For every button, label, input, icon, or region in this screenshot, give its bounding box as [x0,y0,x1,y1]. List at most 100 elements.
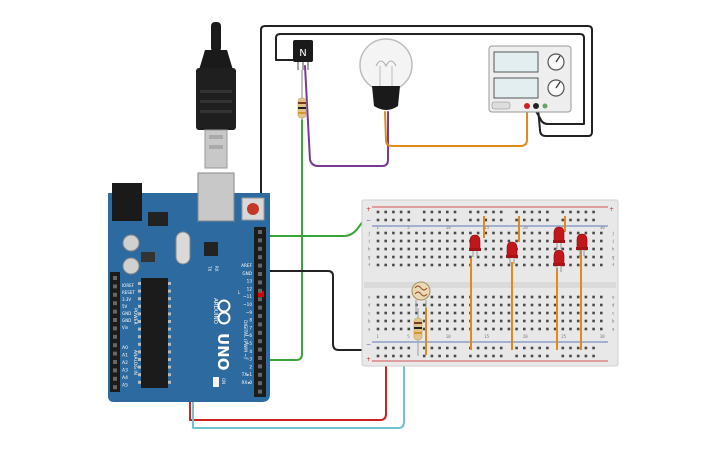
row-label: h [612,247,615,252]
column-label: 1 [377,225,380,230]
column-label: 15 [484,225,489,230]
arduino-model: UNO [214,333,232,371]
column-label: 15 [484,334,489,339]
wire-orange [384,107,528,147]
digital-pin-label: 7 [249,325,252,330]
row-label: e [612,295,615,300]
red-led [553,249,565,272]
power-pin-label: RESET [122,290,135,295]
rail-minus-bottom: − [366,341,371,348]
label-rx: RX [214,266,219,272]
row-label: f [368,263,371,268]
rail-plus-top: + [366,206,371,213]
column-label: 30 [600,334,605,339]
analog-pin-label: A4 [122,375,128,381]
analog-pin-label: A1 [122,353,128,359]
column-label: 10 [446,225,451,230]
wire-black-top-loop [260,25,593,241]
analog-pin-label: A2 [122,360,128,366]
red-led [506,241,518,264]
wire-red-5v [113,307,387,421]
digital-pin-label: ~9 [246,310,253,315]
usb-cable [196,22,236,169]
arduino-brand: ARDUINO [212,298,218,325]
column-label: 20 [523,225,528,230]
led-jumpers [425,216,582,355]
label-tx: TX [207,265,212,271]
red-led [553,226,565,249]
wire-black-inner-loop [275,33,585,125]
row-label: g [368,255,371,260]
column-label: 30 [600,225,605,230]
column-label: 10 [446,334,451,339]
digital-pin-label: GND [242,271,252,276]
label-digital: DIGITAL (PWM ~) [242,320,248,359]
red-leds [469,226,588,272]
row-label: i [612,239,615,244]
row-label: a [612,327,615,332]
analog-pin-label: A5 [122,383,128,389]
power-supply [488,45,572,113]
digital-pin-label: AREF [241,263,252,268]
column-label: 5 [407,334,410,339]
digital-pin-label: RX◂0 [241,380,252,385]
digital-pin-label: 8 [249,318,252,323]
power-pin-label: Vin [122,325,129,330]
header-holes [113,230,262,394]
row-label: f [612,263,615,268]
wire-green-base [261,119,303,361]
arduino-logo [217,299,231,325]
row-label: b [612,319,615,324]
rail-plus-right: + [609,206,614,213]
label-l: L [238,290,241,295]
label-power: POWER [132,308,138,325]
digital-pin-label: ~6 [246,333,253,338]
arduino-uno: ARDUINO UNO DIGITAL (PWM ~) ANALOG IN PO… [108,172,270,402]
row-label: a [368,327,371,332]
power-pin-labels: IOREF RESET 3.3V 5V GND GND Vin [122,283,135,330]
rail-minus-top: − [366,217,371,224]
row-label: c [612,311,615,316]
row-label: g [612,255,615,260]
digital-pin-label: 13 [247,279,253,284]
digital-pin-label: 4 [249,349,252,354]
chip-pins [138,282,171,384]
label-on: ON [221,378,226,384]
analog-pin-label: A3 [122,368,128,374]
column-label: 25 [561,334,566,339]
base-resistor [297,70,307,120]
wire-purple [304,65,389,167]
red-led [576,233,588,256]
row-label: b [368,319,371,324]
row-label: j [612,231,614,236]
digital-pin-label: ~11 [243,294,252,299]
pulldown-resistor [413,308,423,356]
transistor-label: N [299,48,306,59]
row-label: d [612,303,615,308]
digital-pin-label: ~3 [246,357,253,362]
rail-plus-bottom: + [366,356,371,363]
analog-pin-label: A0 [122,345,128,351]
column-label: 5 [407,225,410,230]
light-bulb [359,38,413,110]
label-analog: ANALOG IN [132,350,138,375]
breadboard-holes [376,210,603,358]
digital-pin-label: 12 [247,286,253,291]
digital-pin-label: ~10 [243,302,252,307]
power-pin-label: 3.3V [122,297,131,302]
digital-pin-label: ~5 [246,341,253,346]
digital-pin-label: 2 [249,364,252,369]
power-pin-label: IOREF [122,283,135,288]
power-pin-label: GND [122,318,131,323]
row-label: e [368,295,371,300]
row-label: d [368,303,371,308]
wire-black-gnd [261,270,369,351]
power-pin-label: GND [122,311,131,316]
row-label: j [368,231,370,236]
power-pin-label: 5V [122,304,128,309]
row-label: c [368,311,371,316]
